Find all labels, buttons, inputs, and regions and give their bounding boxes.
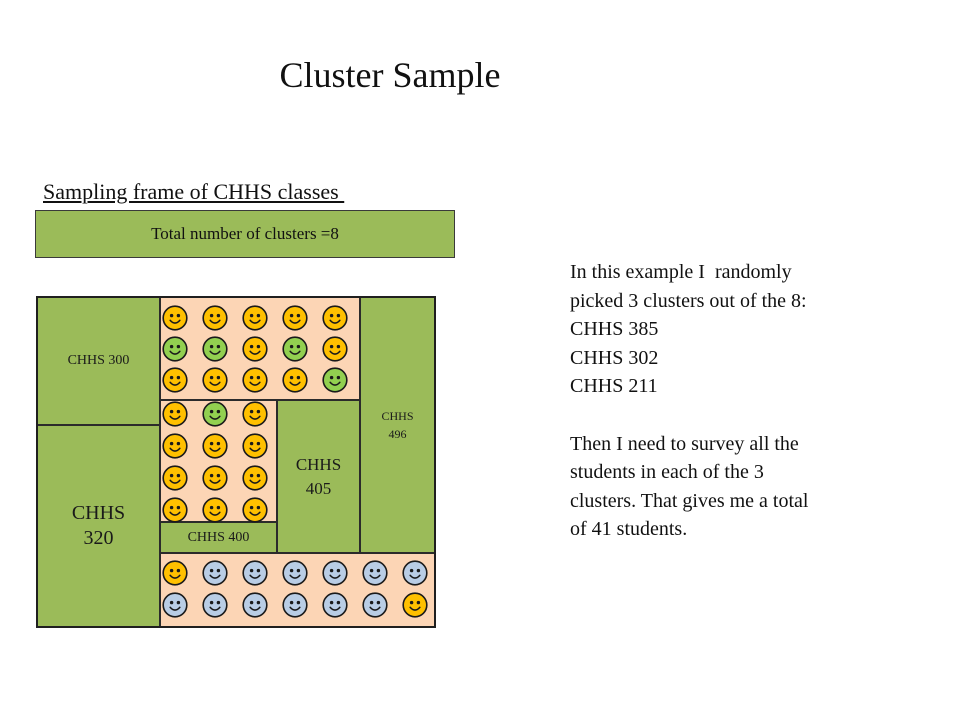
smiley-face-icon bbox=[162, 401, 188, 427]
explanation-line: CHHS 385 bbox=[570, 318, 659, 341]
smiley-face-icon bbox=[162, 592, 188, 618]
cluster-chhs-405: CHHS 405 bbox=[277, 400, 360, 553]
smiley-face-icon bbox=[322, 336, 348, 362]
smiley-face-icon bbox=[242, 401, 268, 427]
cluster-chhs-400: CHHS 400 bbox=[160, 522, 277, 553]
smiley-face-icon bbox=[202, 336, 228, 362]
explanation-line: picked 3 clusters out of the 8: bbox=[570, 289, 807, 312]
smiley-face-icon bbox=[282, 336, 308, 362]
cluster-chhs-300: CHHS 300 bbox=[37, 297, 160, 425]
selected-cluster-middle bbox=[160, 400, 277, 523]
cluster-label: CHHS 405 bbox=[295, 454, 342, 498]
explanation-line: of 41 students. bbox=[570, 518, 688, 541]
selected-cluster-bottom bbox=[160, 553, 435, 627]
smiley-face-icon bbox=[162, 497, 188, 523]
smiley-face-icon bbox=[282, 305, 308, 331]
smiley-face-icon bbox=[162, 367, 188, 393]
smiley-face-icon bbox=[202, 592, 228, 618]
smiley-face-icon bbox=[242, 592, 268, 618]
smiley-face-icon bbox=[362, 592, 388, 618]
smiley-face-icon bbox=[242, 497, 268, 523]
smiley-face-icon bbox=[282, 560, 308, 586]
cluster-label: CHHS 320 bbox=[71, 502, 126, 549]
explanation-text: In this example I randomly picked 3 clus… bbox=[570, 258, 910, 544]
smiley-face-icon bbox=[242, 336, 268, 362]
smiley-face-icon bbox=[202, 433, 228, 459]
explanation-line: clusters. That gives me a total bbox=[570, 489, 809, 512]
smiley-face-icon bbox=[322, 560, 348, 586]
smiley-face-icon bbox=[202, 465, 228, 491]
smiley-face-icon bbox=[162, 305, 188, 331]
smiley-face-icon bbox=[362, 560, 388, 586]
explanation-line: CHHS 211 bbox=[570, 375, 658, 398]
smiley-face-icon bbox=[162, 433, 188, 459]
smiley-face-icon bbox=[282, 592, 308, 618]
smiley-face-icon bbox=[322, 592, 348, 618]
cluster-label: CHHS 496 bbox=[381, 409, 414, 441]
smiley-face-icon bbox=[322, 305, 348, 331]
cluster-chhs-320: CHHS 320 bbox=[37, 425, 160, 627]
smiley-face-icon bbox=[202, 401, 228, 427]
total-clusters-bar: Total number of clusters =8 bbox=[35, 210, 455, 258]
explanation-line: Then I need to survey all the bbox=[570, 432, 799, 455]
slide-title: Cluster Sample bbox=[279, 55, 501, 95]
cluster-label: CHHS 400 bbox=[187, 529, 250, 545]
explanation-paragraph-selection: In this example I randomly picked 3 clus… bbox=[570, 258, 910, 401]
cluster-chhs-496: CHHS 496 bbox=[360, 297, 435, 553]
smiley-face-icon bbox=[202, 367, 228, 393]
explanation-line: students in each of the 3 bbox=[570, 461, 764, 484]
smiley-face-icon bbox=[242, 433, 268, 459]
explanation-line: CHHS 302 bbox=[570, 346, 659, 369]
smiley-face-icon bbox=[242, 305, 268, 331]
smiley-face-icon bbox=[242, 367, 268, 393]
smiley-face-icon bbox=[322, 367, 348, 393]
smiley-face-icon bbox=[242, 560, 268, 586]
cluster-label: CHHS 300 bbox=[67, 353, 130, 368]
smiley-face-icon bbox=[162, 560, 188, 586]
smiley-face-icon bbox=[282, 367, 308, 393]
smiley-face-icon bbox=[162, 465, 188, 491]
smiley-face-icon bbox=[162, 336, 188, 362]
selected-cluster-top bbox=[160, 297, 360, 400]
smiley-face-icon bbox=[202, 560, 228, 586]
total-clusters-label: Total number of clusters =8 bbox=[151, 224, 339, 243]
explanation-line: In this example I randomly bbox=[570, 261, 792, 283]
explanation-paragraph-survey: Then I need to survey all the students i… bbox=[570, 430, 910, 544]
smiley-face-icon bbox=[202, 305, 228, 331]
smiley-face-icon bbox=[402, 560, 428, 586]
sampling-frame-heading: Sampling frame of CHHS classes bbox=[43, 179, 345, 204]
smiley-face-icon bbox=[242, 465, 268, 491]
smiley-face-icon bbox=[402, 592, 428, 618]
smiley-face-icon bbox=[202, 497, 228, 523]
